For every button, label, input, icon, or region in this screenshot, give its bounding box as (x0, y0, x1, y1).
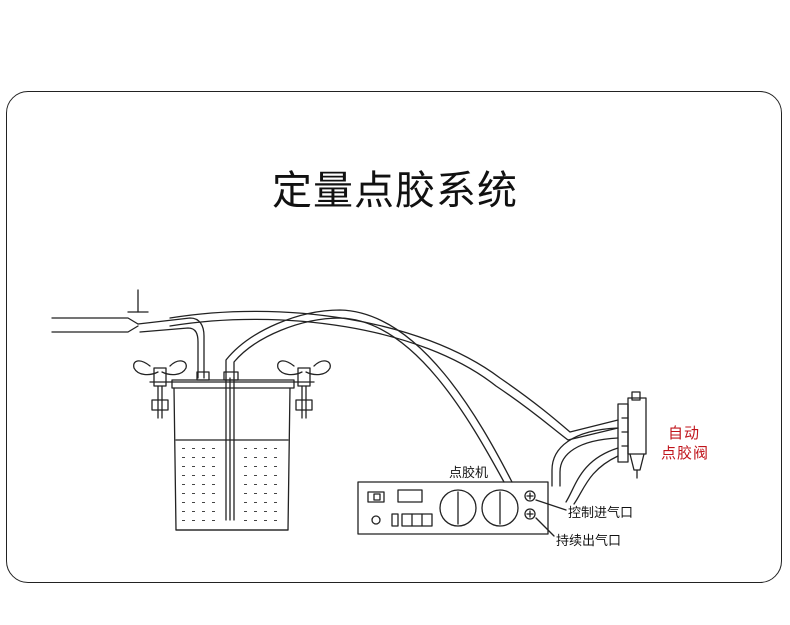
dispenser-controller (357, 481, 549, 535)
right-wing-clamp (277, 360, 331, 419)
air-supply-tube (51, 289, 205, 379)
dispenser-label: 点胶机 (449, 466, 489, 481)
label-leaders (535, 499, 567, 537)
left-wing-clamp (133, 360, 187, 419)
valve-supply-tube (169, 310, 619, 441)
control-inlet-label: 控制进气口 (568, 506, 634, 521)
glue-fill-pattern (182, 448, 277, 521)
continuous-outlet-label: 持续出气口 (556, 534, 622, 549)
page-title: 定量点胶系统 (272, 168, 518, 214)
tank-to-dispenser-tube (225, 309, 513, 483)
control-air-tubes (551, 427, 619, 505)
valve-label-line2: 点胶阀 (661, 444, 710, 462)
pressure-tank (149, 371, 315, 531)
automatic-dispensing-valve (617, 391, 647, 479)
valve-label-line1: 自动 (668, 424, 701, 442)
